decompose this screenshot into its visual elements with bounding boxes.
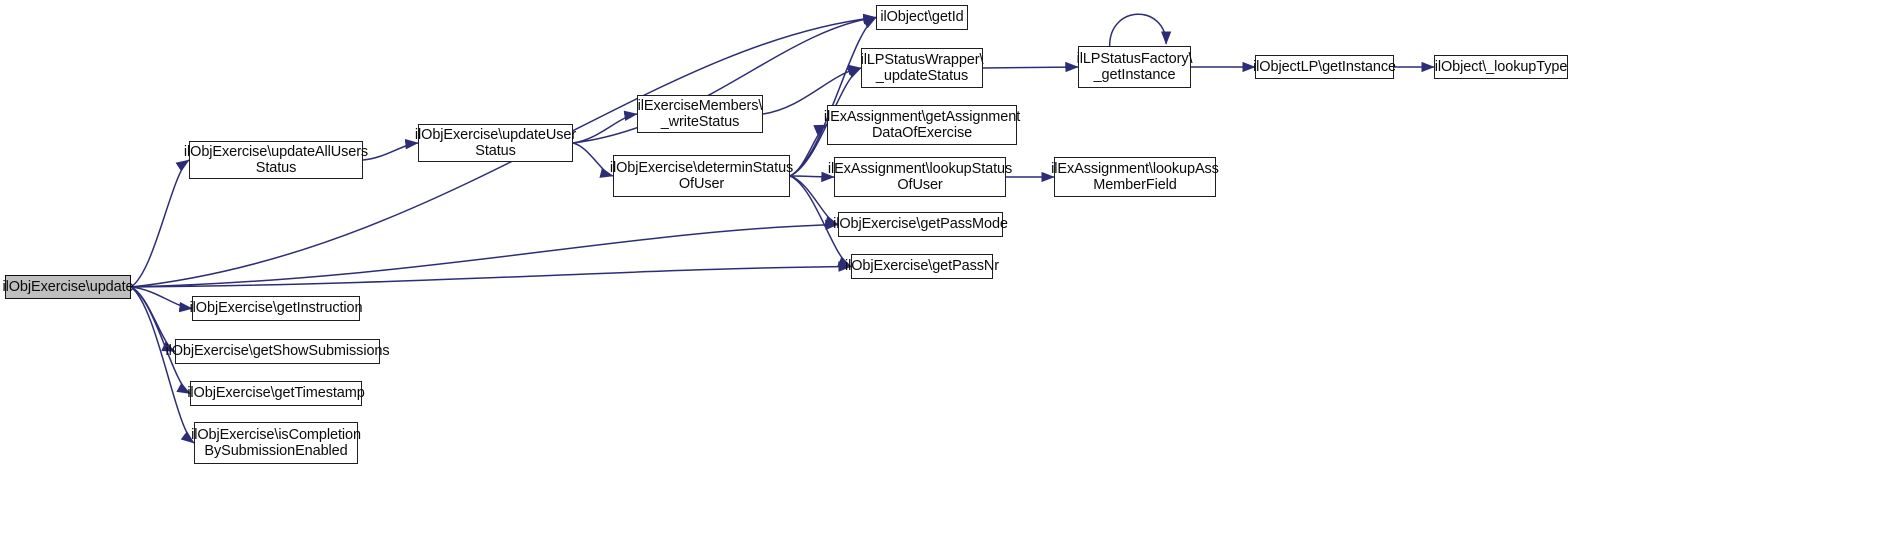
graph-node-writeStatus[interactable]: ilExerciseMembers\ _writeStatus (637, 95, 763, 133)
graph-edge-updateAllUsersStatus-to-updateUserStatus (362, 138, 419, 161)
graph-node-getTimestamp[interactable]: ilObjExercise\getTimestamp (187, 381, 365, 406)
graph-node-getAssignmentDataOfExercise[interactable]: ilExAssignment\getAssignment DataOfExerc… (824, 105, 1020, 145)
graph-node-getPassMode[interactable]: ilObjExercise\getPassMode (833, 212, 1008, 237)
graph-edge-update-to-getShowSubmissions (130, 286, 176, 353)
graph-node-lookupType[interactable]: ilObject\_lookupType (1434, 55, 1568, 79)
graph-node-lookupAssMemberField[interactable]: ilExAssignment\lookupAss MemberField (1051, 157, 1219, 197)
graph-edge-determinStatusOfUser-to-getAssignmentDataOfExercise (789, 124, 828, 177)
graph-edge-update-to-getInstruction (130, 286, 193, 313)
graph-node-updateStatus[interactable]: ilLPStatusWrapper\ _updateStatus (861, 48, 984, 88)
graph-edge-update-to-isCompletionBySubmissionEnabled (130, 286, 195, 444)
graph-node-getId[interactable]: ilObject\getId (876, 5, 968, 30)
graph-node-getInstruction[interactable]: ilObjExercise\getInstruction (190, 296, 363, 321)
graph-node-getShowSubmissions[interactable]: ilObjExercise\getShowSubmissions (165, 339, 390, 364)
graph-edge-update-to-getPassNr (130, 261, 852, 288)
graph-node-updateUserStatus[interactable]: ilObjExercise\updateUser Status (415, 124, 576, 162)
graph-edge-determinStatusOfUser-to-getId (789, 16, 877, 177)
graph-node-isCompletionBySubmissionEnabled[interactable]: ilObjExercise\isCompletion BySubmissionE… (191, 422, 361, 464)
graph-node-getInstanceLP[interactable]: ilObjectLP\getInstance (1253, 55, 1396, 79)
graph-node-update[interactable]: ilObjExercise\update (3, 275, 134, 299)
graph-edge-updateUserStatus-to-determinStatusOfUser (572, 142, 614, 178)
graph-edge-update-to-updateAllUsersStatus (130, 159, 190, 288)
graph-node-updateAllUsersStatus[interactable]: ilObjExercise\updateAllUsers Status (184, 141, 368, 179)
graph-edge-update-to-getPassMode (130, 219, 839, 288)
graph-node-lookupStatusOfUser[interactable]: ilExAssignment\lookupStatus OfUser (828, 157, 1012, 197)
graph-edge-updateUserStatus-to-writeStatus (572, 110, 638, 144)
graph-edge-getInstanceFactory-to-getInstanceFactory (1108, 13, 1172, 47)
graph-edge-updateStatus-to-getInstanceFactory (982, 61, 1079, 73)
graph-node-determinStatusOfUser[interactable]: ilObjExercise\determinStatus OfUser (610, 155, 793, 197)
graph-node-getPassNr[interactable]: ilObjExercise\getPassNr (845, 254, 999, 279)
graph-node-getInstanceFactory[interactable]: ilLPStatusFactory\ _getInstance (1077, 46, 1193, 88)
